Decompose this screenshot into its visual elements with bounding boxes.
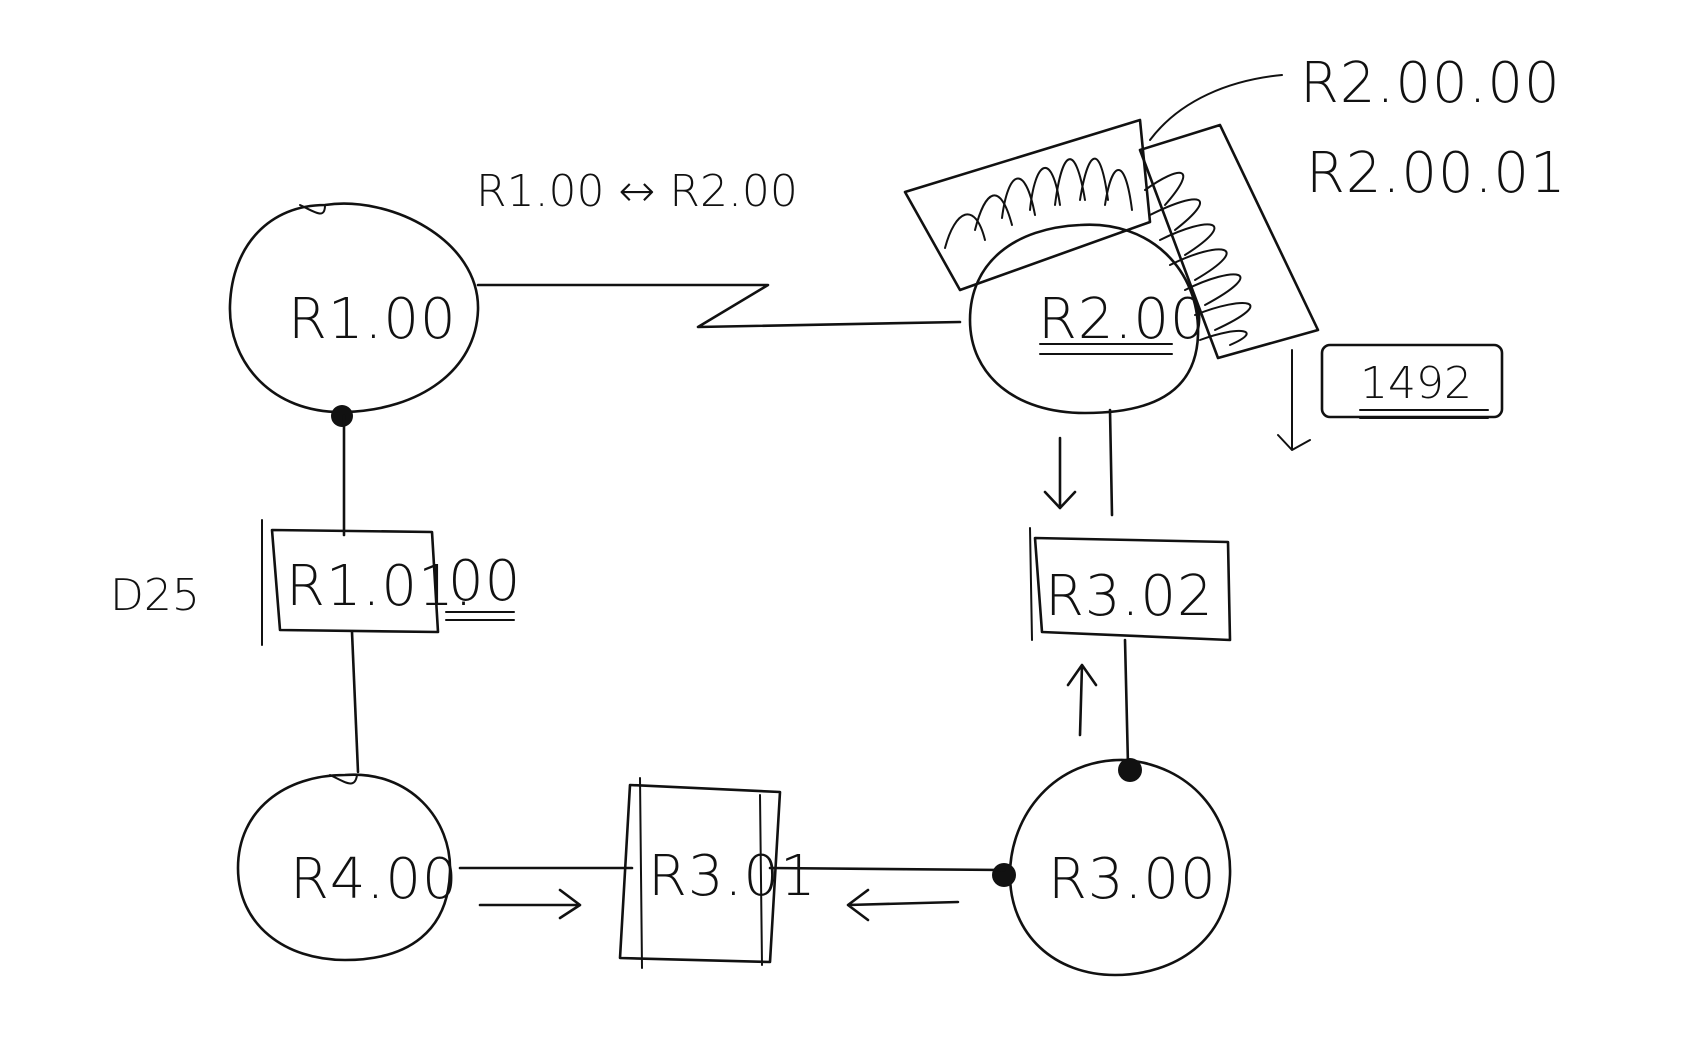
router-r4-00-circle <box>236 773 452 962</box>
arrow-left-r3 <box>846 888 960 922</box>
router-r4-00-label: R4.00 <box>290 847 459 912</box>
router-r2-00-circle <box>968 223 1200 415</box>
pseudonode-r1-01-label: R1.01. <box>286 554 473 619</box>
pseudonode-r1-01: R1.01. 00 <box>261 414 521 646</box>
router-r3-00-circle <box>1008 758 1232 977</box>
pseudonode-r3-02-box <box>1033 536 1232 642</box>
router-r4-00: R4.00 <box>236 773 459 962</box>
arrow-to-1492 <box>1277 349 1311 451</box>
lsp-label-r2-00-00: R2.00.00 <box>1300 51 1561 116</box>
link-r3-01-r3-00 <box>768 866 1006 872</box>
pseudonode-r3-01-label: R3.01 <box>648 844 817 909</box>
link-r1-01-r4-00 <box>350 630 360 774</box>
pseudonode-r3-01-box <box>618 783 782 964</box>
size-label-1492: 1492 <box>1360 358 1472 409</box>
lsp-hatching-left <box>944 157 1133 249</box>
router-r2-00: R2.00 <box>903 74 1320 415</box>
lsp-box-left <box>903 118 1152 292</box>
r3-00-interface-dot-top <box>1118 758 1142 782</box>
link-r1-r2 <box>476 283 962 329</box>
lsp-hatching-right <box>1144 171 1252 346</box>
pseudonode-r3-02-label: R3.02 <box>1045 564 1214 629</box>
router-r3-00: R3.00 <box>992 758 1232 977</box>
pseudonode-r1-01-suffix: 00 <box>448 549 521 614</box>
pseudonode-r3-01-edge-left <box>639 777 643 969</box>
pseudonode-r3-01: R3.01 <box>618 777 817 969</box>
router-r1-00-notch <box>299 204 326 215</box>
arrow-right-r4 <box>478 888 582 920</box>
arrow-up-r3 <box>1066 663 1098 737</box>
lsp-pointer-line <box>1149 74 1283 141</box>
lsp-label-r2-00-01: R2.00.01 <box>1306 141 1567 206</box>
arrow-down-r2 <box>1043 436 1077 510</box>
pseudonode-r1-01-box <box>270 528 440 634</box>
router-r1-00: R1.00 <box>228 202 480 427</box>
pseudonode-r3-01-edge-right <box>759 794 763 966</box>
r1-00-interface-dot <box>331 405 353 427</box>
link-r2-r3-02 <box>1108 408 1114 517</box>
d25-label: D25 <box>110 570 200 621</box>
r3-00-interface-dot-left <box>992 863 1016 887</box>
link-r3-02-r3-00 <box>1123 638 1130 767</box>
router-r1-00-label: R1.00 <box>288 287 457 352</box>
pseudonode-r3-02: R3.02 <box>1029 527 1232 642</box>
router-r3-00-label: R3.00 <box>1048 847 1217 912</box>
pseudonode-r3-02-edge <box>1029 527 1033 641</box>
adjacency-label: R1.00 ↔ R2.00 <box>476 166 798 217</box>
router-r4-00-notch <box>329 774 358 785</box>
lsp-box-right <box>1138 123 1320 360</box>
router-r2-00-label: R2.00 <box>1038 287 1207 352</box>
